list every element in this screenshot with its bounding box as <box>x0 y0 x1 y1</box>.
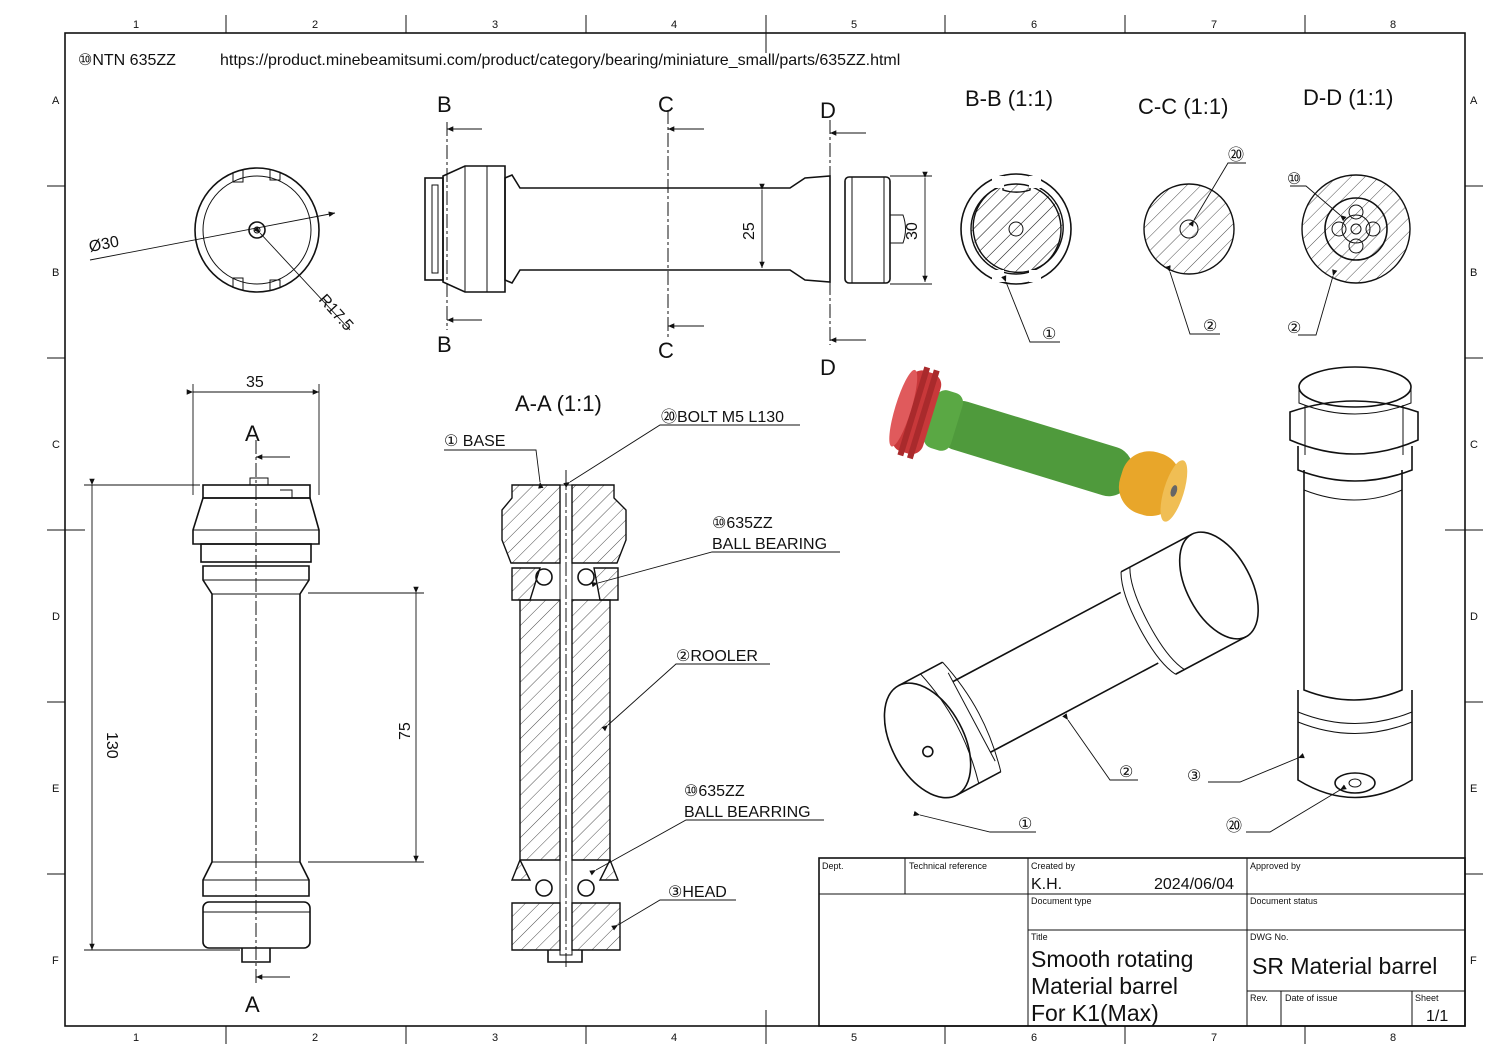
zone-col-3-bottom: 3 <box>492 1032 498 1044</box>
zone-col-5-bottom: 5 <box>851 1032 857 1044</box>
cut-letter-b-top: B <box>437 92 452 117</box>
tb-title-line-1: Smooth rotating <box>1031 946 1193 972</box>
cut-letter-c-top: C <box>658 92 674 117</box>
dim-height: 130 <box>103 732 120 759</box>
cut-letter-d-top: D <box>820 98 836 123</box>
section-aa: A-A (1:1) ① BASE ⑳BOLT M5 L130 ⑩635ZZ BA… <box>444 391 840 970</box>
callout-bearing-top-1: ⑩635ZZ <box>712 515 773 532</box>
section-cc: C-C (1:1) ⑳ ② <box>1138 94 1246 335</box>
tb-sheet-label: Sheet <box>1415 993 1439 1003</box>
zone-col-1-bottom: 1 <box>133 1032 139 1044</box>
zone-row-c-right: C <box>1470 439 1478 451</box>
callout-viso-3: ③ <box>1187 768 1201 785</box>
tb-created-by: K.H. <box>1031 876 1062 893</box>
cut-letter-d-bottom: D <box>820 355 836 380</box>
tb-issue-label: Date of issue <box>1285 993 1338 1003</box>
dim-radius: R17.5 <box>315 291 356 334</box>
zone-col-4-bottom: 4 <box>671 1032 677 1044</box>
tb-dwg-label: DWG No. <box>1250 932 1289 942</box>
tb-created-label: Created by <box>1031 861 1076 871</box>
zone-row-b-right: B <box>1470 267 1477 279</box>
section-bb: B-B (1:1) ① <box>960 86 1072 343</box>
zone-row-f-left: F <box>52 955 59 967</box>
tb-docstatus-label: Document status <box>1250 896 1318 906</box>
dim-length: 75 <box>397 722 414 740</box>
cut-letter-a-bottom: A <box>245 992 260 1017</box>
tb-title-label: Title <box>1031 932 1048 942</box>
dim-d25: 25 <box>741 222 758 240</box>
zone-row-c-left: C <box>52 439 60 451</box>
zone-row-d-left: D <box>52 611 60 623</box>
zone-col-5-top: 5 <box>851 19 857 31</box>
zone-col-7-top: 7 <box>1211 19 1217 31</box>
callout-rooler: ②ROOLER <box>676 648 758 665</box>
line-iso-view: ② ① <box>883 531 1259 833</box>
zone-row-e-left: E <box>52 783 59 795</box>
title-block: Dept. Technical reference Created by K.H… <box>818 857 1466 1027</box>
callout-cc-2: ② <box>1203 318 1217 335</box>
section-dd-title: D-D (1:1) <box>1303 85 1393 110</box>
tb-techref-label: Technical reference <box>909 861 987 871</box>
tb-dept-label: Dept. <box>822 861 844 871</box>
color-iso-view <box>889 366 1188 522</box>
dim-diameter: Ø30 <box>88 233 121 255</box>
section-bb-title: B-B (1:1) <box>965 86 1053 111</box>
zone-col-8-top: 8 <box>1390 19 1396 31</box>
callout-dd-2: ② <box>1287 320 1301 337</box>
callout-bearing-top-2: BALL BEARING <box>712 536 827 553</box>
zone-row-e-right: E <box>1470 783 1477 795</box>
zone-col-3-top: 3 <box>492 19 498 31</box>
cut-letter-a-top: A <box>245 421 260 446</box>
cut-letter-b-bottom: B <box>437 332 452 357</box>
zone-row-b-left: B <box>52 267 59 279</box>
zone-col-6-bottom: 6 <box>1031 1032 1037 1044</box>
tb-approved-label: Approved by <box>1250 861 1301 871</box>
bearing-note-item: ⑩NTN 635ZZ <box>78 52 176 69</box>
zone-row-a-left: A <box>52 95 60 107</box>
callout-bearing-bot-2: BALL BEARRING <box>684 804 811 821</box>
cut-letter-c-bottom: C <box>658 338 674 363</box>
zone-row-a-right: A <box>1470 95 1478 107</box>
tb-title-line-2: Material barrel <box>1031 973 1178 999</box>
callout-bolt: ⑳BOLT M5 L130 <box>661 408 784 426</box>
callout-dd-10: ⑩ <box>1287 171 1301 188</box>
bearing-note-url[interactable]: https://product.minebeamitsumi.com/produ… <box>220 52 900 69</box>
section-dd: D-D (1:1) ⑩ ② <box>1287 85 1411 337</box>
zone-col-1-top: 1 <box>133 19 139 31</box>
section-aa-title: A-A (1:1) <box>515 391 602 416</box>
zone-col-6-top: 6 <box>1031 19 1037 31</box>
sheet-frame <box>47 15 1483 1044</box>
zone-col-8-bottom: 8 <box>1390 1032 1396 1044</box>
callout-iso-1: ① <box>1018 816 1032 833</box>
tb-sheet: 1/1 <box>1426 1008 1448 1025</box>
tb-dwg-no: SR Material barrel <box>1252 953 1437 979</box>
dim-d30: 30 <box>904 222 921 240</box>
zone-col-2-top: 2 <box>312 19 318 31</box>
end-view: Ø30 R17.5 <box>88 167 356 334</box>
callout-cc-20: ⑳ <box>1228 146 1244 164</box>
callout-iso-2: ② <box>1119 764 1133 781</box>
zone-row-d-right: D <box>1470 611 1478 623</box>
tb-title-line-3: For K1(Max) <box>1031 1000 1159 1026</box>
callout-head: ③HEAD <box>668 884 727 901</box>
zone-col-2-bottom: 2 <box>312 1032 318 1044</box>
zone-col-4-top: 4 <box>671 19 677 31</box>
zone-labels: 1 2 3 4 5 6 7 8 1 2 3 4 5 6 7 8 A B C D … <box>52 19 1478 1044</box>
zone-col-7-bottom: 7 <box>1211 1032 1217 1044</box>
callout-bb-1: ① <box>1042 326 1056 343</box>
front-view: 35 130 75 A A <box>84 374 424 1017</box>
section-cc-title: C-C (1:1) <box>1138 94 1228 119</box>
tb-doctype-label: Document type <box>1031 896 1092 906</box>
vertical-iso-view: ③ ⑳ <box>1187 366 1419 835</box>
callout-bearing-bot-1: ⑩635ZZ <box>684 783 745 800</box>
side-view: B B C C D D 25 30 <box>424 92 932 380</box>
tb-rev-label: Rev. <box>1250 993 1268 1003</box>
callout-viso-20: ⑳ <box>1226 817 1242 835</box>
callout-base: ① BASE <box>444 433 505 450</box>
dim-width: 35 <box>246 374 264 391</box>
tb-date: 2024/06/04 <box>1154 876 1234 893</box>
zone-row-f-right: F <box>1470 955 1477 967</box>
